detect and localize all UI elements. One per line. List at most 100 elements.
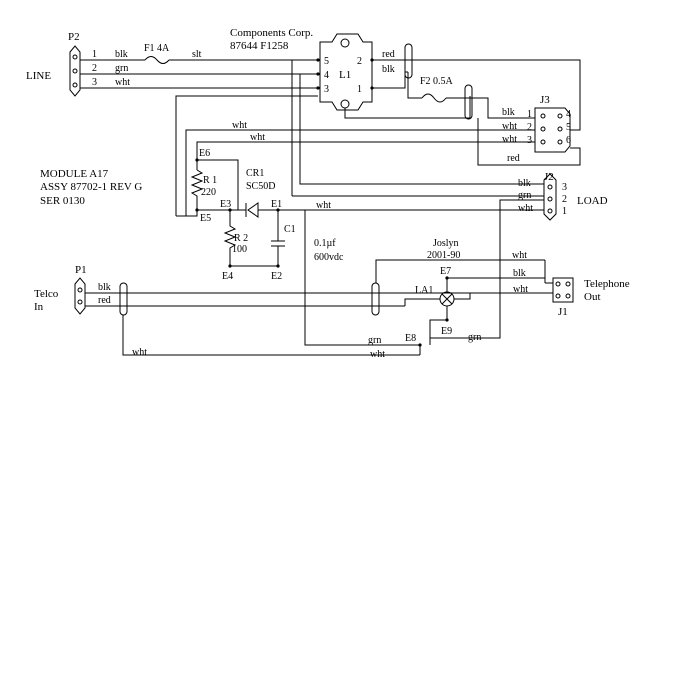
l1-pin-1: 1 xyxy=(357,84,362,95)
wire-j3-wht-1 xyxy=(185,129,535,216)
l1-pin-3: 3 xyxy=(324,84,329,95)
ferrite-bead-4 xyxy=(371,282,380,316)
j3-wire-wht-2: wht xyxy=(502,134,517,145)
j2-pin-3: 3 xyxy=(562,182,567,193)
l1-pin-5: 5 xyxy=(324,56,329,67)
connector-j3: J3 1 2 3 4 5 6 blk wht wht red xyxy=(502,94,571,164)
wire-e6-cr1 xyxy=(197,159,239,210)
l1-wire-blk: blk xyxy=(382,64,395,75)
wire-e8-grn xyxy=(304,210,420,346)
module-name: MODULE A17 xyxy=(40,168,109,180)
module-serial: SER 0130 xyxy=(40,195,85,207)
j3-pin-1: 1 xyxy=(527,109,532,120)
resistor-r2 xyxy=(223,210,237,266)
wire-wht-p1: wht xyxy=(132,347,147,358)
p2-pin-2 xyxy=(72,68,78,74)
arrester-la1: Joslyn 2001-90 wht E7 blk LA1 E9 grn wht xyxy=(375,238,545,345)
cr1-value: SC50D xyxy=(246,181,275,192)
connector-p2: P2 LINE 1 2 3 blk grn wht xyxy=(26,31,130,97)
l1-body xyxy=(319,33,373,111)
wire-wht-top2: wht xyxy=(250,132,265,143)
j1-leads xyxy=(545,282,553,294)
protection-network: E6 R 1 220 E5 CR1 SC50D E3 E1 R 2 100 E4… xyxy=(176,148,344,282)
j1-name: J1 xyxy=(558,306,568,318)
connector-j2: J2 LOAD 3 2 1 blk grn wht xyxy=(518,171,608,221)
j2-name: J2 xyxy=(544,171,554,183)
p2-wire-blk: blk xyxy=(115,49,128,60)
ferrite-bead-3 xyxy=(119,282,128,316)
la1-cross xyxy=(441,293,453,305)
p1-desc-2: In xyxy=(34,301,44,313)
f1-symbol xyxy=(144,56,170,64)
node-e7: E7 xyxy=(440,266,451,277)
wire-la1-right xyxy=(454,293,471,300)
j3-pin-3: 3 xyxy=(527,135,532,146)
f2-symbol xyxy=(421,93,447,103)
j3-body xyxy=(534,107,571,153)
j2-wire-wht: wht xyxy=(518,203,533,214)
j1-desc-1: Telephone xyxy=(584,278,630,290)
j3-pin-4: 4 xyxy=(566,109,571,120)
wire-grn-e9: grn xyxy=(468,332,481,343)
j3-pin-2: 2 xyxy=(527,122,532,133)
j3-wire-red: red xyxy=(507,153,520,164)
node-e9: E9 xyxy=(441,326,452,337)
wire-trunk-blk xyxy=(299,74,544,185)
fuse-f2: F2 0.5A xyxy=(407,72,535,120)
wire-wht-la2: wht xyxy=(513,284,528,295)
p2-name: P2 xyxy=(68,31,80,43)
wire-l1-blk xyxy=(372,71,408,89)
wire-wht-la: wht xyxy=(512,250,527,261)
wire-blk-la: blk xyxy=(513,268,526,279)
module-assy: ASSY 87702-1 REV G xyxy=(40,181,142,193)
connector-p1: P1 Telco In blk red xyxy=(34,264,111,315)
f1-label: F1 4A xyxy=(144,43,170,54)
r1-value: 220 xyxy=(201,187,216,198)
wire-la-top xyxy=(375,259,545,283)
wire-j2-grn xyxy=(430,199,544,339)
j3-wire-wht-1: wht xyxy=(502,121,517,132)
diode-cr1 xyxy=(245,202,259,218)
l1-mount-bottom xyxy=(340,99,350,109)
p2-wire-wht: wht xyxy=(115,77,130,88)
j1-body xyxy=(552,277,574,303)
j2-wire-grn: grn xyxy=(518,190,531,201)
p2-pin-3 xyxy=(72,82,78,88)
l1-mount-top xyxy=(340,38,350,48)
vendor-label: Components Corp. xyxy=(230,27,313,39)
r1-name: R 1 xyxy=(203,175,217,186)
wire-wht-e8: wht xyxy=(370,349,385,360)
wire-wht-e1: wht xyxy=(316,200,331,211)
la1-vendor: Joslyn xyxy=(433,238,459,249)
j2-desc: LOAD xyxy=(577,195,608,207)
p2-wire-grn: grn xyxy=(115,63,128,74)
node-e8: E8 xyxy=(405,333,416,344)
l1-pin-2: 2 xyxy=(357,56,362,67)
wire-e9-e8 xyxy=(429,319,447,345)
j3-pin-6: 6 xyxy=(566,135,571,146)
l1-wire-red: red xyxy=(382,49,395,60)
p2-pin-1 xyxy=(72,54,78,60)
cr1-name: CR1 xyxy=(246,168,264,179)
la1-part: 2001-90 xyxy=(427,250,460,261)
j2-body xyxy=(543,173,557,221)
p1-name: P1 xyxy=(75,264,87,276)
j2-pin-1: 1 xyxy=(562,206,567,217)
p1-wire-blk: blk xyxy=(98,282,111,293)
part-number-label: 87644 F1258 xyxy=(230,40,289,52)
wire-f2-out xyxy=(446,97,535,119)
node-e3: E3 xyxy=(220,199,231,210)
node-e2: E2 xyxy=(271,271,282,282)
p1-wire-red: red xyxy=(98,295,111,306)
l1-pin-4: 4 xyxy=(324,70,329,81)
wire-l1-red xyxy=(372,59,581,131)
wire-j3-wht-2 xyxy=(196,141,535,160)
connector-j1: Telephone Out J1 xyxy=(544,260,630,318)
wire-f2-in xyxy=(407,72,422,99)
capacitor-c1 xyxy=(271,210,285,266)
wire-wht-top1: wht xyxy=(232,120,247,131)
j3-wire-blk: blk xyxy=(502,107,515,118)
f1-out-label: slt xyxy=(192,49,202,60)
wire-p1-wht xyxy=(122,315,420,356)
